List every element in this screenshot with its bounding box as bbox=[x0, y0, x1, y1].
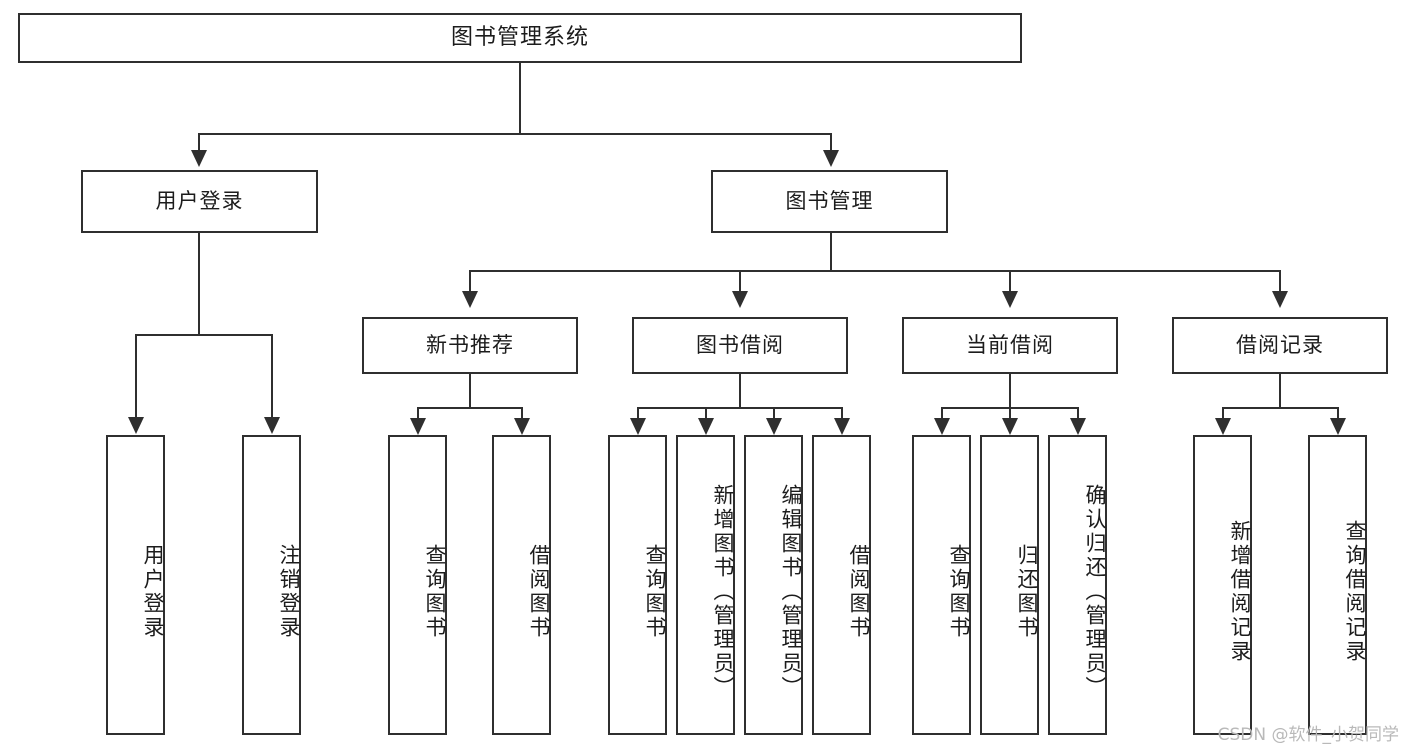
leaf-logout[interactable]: 注销登录 bbox=[242, 435, 301, 735]
node-root-book-management-system[interactable]: 图书管理系统 bbox=[18, 13, 1022, 63]
connector-current-borrow-drop-1 bbox=[941, 407, 943, 419]
csdn-watermark: CSDN @软件_小贺同学 bbox=[1217, 725, 1399, 745]
node-label: 用户登录 bbox=[155, 188, 244, 213]
connector-level2-drop-2 bbox=[830, 133, 832, 151]
leaf-edit-book-admin[interactable]: 编辑图书（管理员） bbox=[744, 435, 803, 735]
node-label: 查询图书 bbox=[947, 544, 971, 640]
arrow-to-leaf-logout bbox=[264, 417, 280, 434]
connector-level3-drop-3 bbox=[1009, 270, 1011, 292]
node-label: 注销登录 bbox=[277, 544, 301, 640]
connector-book-borrow-drop-4 bbox=[841, 407, 843, 419]
leaf-borrow-book[interactable]: 借阅图书 bbox=[812, 435, 871, 735]
node-label: 新增借阅记录 bbox=[1228, 520, 1252, 664]
arrow-to-leaf-confirm-return bbox=[1070, 418, 1086, 435]
connector-new-book-stem bbox=[469, 374, 471, 408]
node-label: 借阅记录 bbox=[1236, 332, 1324, 357]
connector-root-stem bbox=[519, 63, 521, 134]
leaf-query-book-borrow[interactable]: 查询图书 bbox=[608, 435, 667, 735]
leaf-confirm-return-admin[interactable]: 确认归还（管理员） bbox=[1048, 435, 1107, 735]
node-user-login[interactable]: 用户登录 bbox=[81, 170, 318, 233]
leaf-query-book-current[interactable]: 查询图书 bbox=[912, 435, 971, 735]
connector-book-borrow-stem bbox=[739, 374, 741, 408]
connector-borrow-record-drop-2 bbox=[1337, 407, 1339, 419]
leaf-add-borrow-record[interactable]: 新增借阅记录 bbox=[1193, 435, 1252, 735]
node-label: 图书管理系统 bbox=[450, 24, 589, 50]
arrow-to-leaf-query-book-3 bbox=[934, 418, 950, 435]
node-label: 查询图书 bbox=[643, 544, 667, 640]
node-label: 当前借阅 bbox=[966, 332, 1054, 357]
connector-level3-bus bbox=[469, 270, 1280, 272]
connector-new-book-drop-2 bbox=[521, 407, 523, 419]
arrow-to-current-borrow bbox=[1002, 291, 1018, 308]
arrow-to-leaf-borrow-book-2 bbox=[834, 418, 850, 435]
node-label: 图书借阅 bbox=[696, 332, 784, 357]
connector-level3-drop-2 bbox=[739, 270, 741, 292]
connector-level3-drop-1 bbox=[469, 270, 471, 292]
connector-level3-drop-4 bbox=[1279, 270, 1281, 292]
connector-user-login-bus bbox=[135, 334, 272, 336]
arrow-to-borrow-record bbox=[1272, 291, 1288, 308]
arrow-to-leaf-edit-book bbox=[766, 418, 782, 435]
leaf-add-book-admin[interactable]: 新增图书（管理员） bbox=[676, 435, 735, 735]
connector-borrow-record-drop-1 bbox=[1222, 407, 1224, 419]
node-current-borrow[interactable]: 当前借阅 bbox=[902, 317, 1118, 374]
arrow-to-leaf-query-record bbox=[1330, 418, 1346, 435]
arrow-to-leaf-query-book-2 bbox=[630, 418, 646, 435]
connector-borrow-record-stem bbox=[1279, 374, 1281, 408]
node-label: 借阅图书 bbox=[527, 544, 551, 640]
node-label: 编辑图书（管理员） bbox=[779, 484, 803, 700]
node-label: 用户登录 bbox=[141, 544, 165, 640]
connector-new-book-bus bbox=[417, 407, 521, 409]
node-borrow-record[interactable]: 借阅记录 bbox=[1172, 317, 1388, 374]
arrow-to-book-management bbox=[823, 150, 839, 167]
node-label: 查询图书 bbox=[423, 544, 447, 640]
connector-user-login-drop-2 bbox=[271, 334, 273, 418]
connector-current-borrow-drop-3 bbox=[1077, 407, 1079, 419]
connector-book-borrow-drop-3 bbox=[773, 407, 775, 419]
connector-level2-bus bbox=[198, 133, 832, 135]
arrow-to-leaf-return-book bbox=[1002, 418, 1018, 435]
connector-book-management-stem bbox=[830, 233, 832, 271]
connector-book-borrow-drop-1 bbox=[637, 407, 639, 419]
connector-user-login-drop-1 bbox=[135, 334, 137, 418]
node-label: 借阅图书 bbox=[847, 544, 871, 640]
leaf-borrow-book-recommend[interactable]: 借阅图书 bbox=[492, 435, 551, 735]
connector-borrow-record-bus bbox=[1222, 407, 1337, 409]
leaf-query-book-recommend[interactable]: 查询图书 bbox=[388, 435, 447, 735]
leaf-return-book[interactable]: 归还图书 bbox=[980, 435, 1039, 735]
leaf-user-login[interactable]: 用户登录 bbox=[106, 435, 165, 735]
arrow-to-user-login bbox=[191, 150, 207, 167]
arrow-to-leaf-user-login bbox=[128, 417, 144, 434]
arrow-to-leaf-query-book-1 bbox=[410, 418, 426, 435]
connector-book-borrow-drop-2 bbox=[705, 407, 707, 419]
node-label: 新书推荐 bbox=[426, 332, 514, 357]
connector-current-borrow-stem bbox=[1009, 374, 1011, 408]
node-label: 归还图书 bbox=[1015, 544, 1039, 640]
node-label: 新增图书（管理员） bbox=[711, 484, 735, 700]
node-book-borrow[interactable]: 图书借阅 bbox=[632, 317, 848, 374]
arrow-to-leaf-add-record bbox=[1215, 418, 1231, 435]
node-new-book-recommend[interactable]: 新书推荐 bbox=[362, 317, 578, 374]
node-book-management[interactable]: 图书管理 bbox=[711, 170, 948, 233]
arrow-to-leaf-borrow-book-1 bbox=[514, 418, 530, 435]
node-label: 图书管理 bbox=[785, 188, 874, 213]
node-label: 确认归还（管理员） bbox=[1083, 484, 1107, 700]
connector-user-login-stem bbox=[198, 233, 200, 335]
node-label: 查询借阅记录 bbox=[1343, 520, 1367, 664]
leaf-query-borrow-record[interactable]: 查询借阅记录 bbox=[1308, 435, 1367, 735]
connector-book-borrow-bus bbox=[637, 407, 842, 409]
arrow-to-book-borrow bbox=[732, 291, 748, 308]
arrow-to-new-book-recommend bbox=[462, 291, 478, 308]
connector-new-book-drop-1 bbox=[417, 407, 419, 419]
arrow-to-leaf-add-book bbox=[698, 418, 714, 435]
connector-level2-drop-1 bbox=[198, 133, 200, 151]
connector-current-borrow-drop-2 bbox=[1009, 407, 1011, 419]
